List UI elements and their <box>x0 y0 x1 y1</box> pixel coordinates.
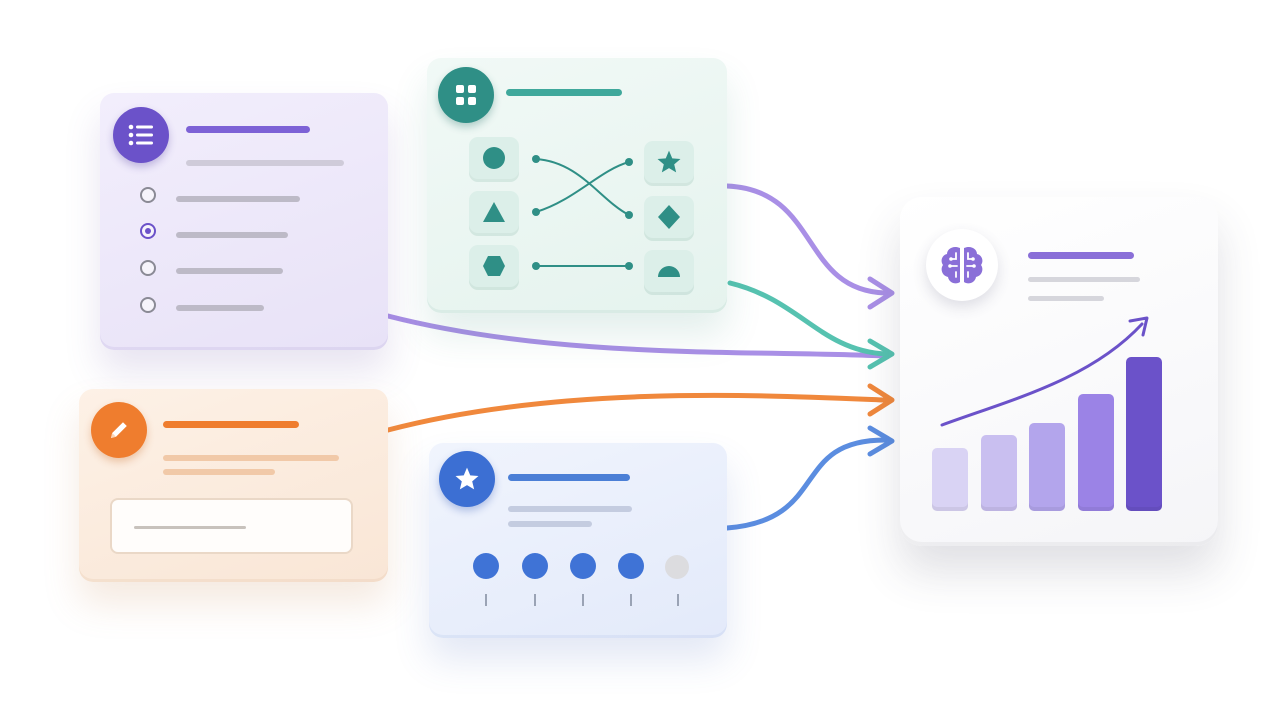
triangle-shape-icon <box>483 202 505 222</box>
arrowhead-blue <box>867 425 895 457</box>
flow-text-to-insights <box>385 392 888 433</box>
insights-bar-5 <box>1126 356 1162 511</box>
arrowhead-teal <box>867 338 895 370</box>
option-radio-1[interactable] <box>140 187 156 203</box>
text-subtitle-line-1 <box>163 455 339 461</box>
rating-tick-1 <box>485 594 487 606</box>
star-icon <box>439 451 495 507</box>
option-radio-2[interactable] <box>140 223 156 239</box>
match-tile-diamond[interactable] <box>644 196 694 238</box>
arrowhead-orange <box>867 383 895 417</box>
list-icon <box>113 107 169 163</box>
options-title-line <box>186 126 310 133</box>
rating-step-4[interactable] <box>618 553 644 579</box>
text-subtitle-line-2 <box>163 469 275 475</box>
grid-icon <box>438 67 494 123</box>
insights-subtitle-line-1 <box>1028 277 1140 282</box>
options-subtitle-line <box>186 160 344 166</box>
rating-tick-3 <box>582 594 584 606</box>
option-radio-3[interactable] <box>140 260 156 276</box>
brain-icon <box>926 229 998 301</box>
match-tile-triangle[interactable] <box>469 191 519 233</box>
rating-title-line <box>508 474 630 481</box>
semicircle-shape-icon <box>658 266 680 277</box>
rating-step-2[interactable] <box>522 553 548 579</box>
match-tile-star[interactable] <box>644 141 694 183</box>
option-label-line-4 <box>176 305 264 311</box>
insights-bar-4 <box>1077 394 1114 511</box>
insights-bar-1 <box>932 448 968 511</box>
pencil-icon <box>91 402 147 458</box>
flow-matching-to-insights-teal <box>727 280 888 357</box>
flow-matching-to-insights-purple <box>724 183 888 296</box>
rating-tick-2 <box>534 594 536 606</box>
match-tile-semicircle[interactable] <box>644 250 694 292</box>
option-label-line-2 <box>176 232 288 238</box>
insights-bar-3 <box>1029 422 1065 511</box>
text-input-placeholder-line <box>134 526 246 529</box>
insights-bar-2 <box>980 435 1017 511</box>
rating-tick-4 <box>630 594 632 606</box>
arrowhead-purple-top <box>867 276 895 310</box>
rating-subtitle-line-2 <box>508 521 592 527</box>
option-label-line-3 <box>176 268 283 274</box>
insights-subtitle-line-2 <box>1028 296 1104 301</box>
star-shape-icon <box>657 150 681 173</box>
rating-step-1[interactable] <box>473 553 499 579</box>
flow-rating-to-insights <box>724 437 888 531</box>
circle-shape-icon <box>483 147 505 169</box>
match-tile-hexagon[interactable] <box>469 245 519 287</box>
rating-step-5[interactable] <box>665 555 689 579</box>
rating-subtitle-line-1 <box>508 506 632 512</box>
hexagon-shape-icon <box>483 256 505 276</box>
option-radio-4[interactable] <box>140 297 156 313</box>
insights-title-line <box>1028 252 1134 259</box>
text-title-line <box>163 421 299 428</box>
rating-tick-5 <box>677 594 679 606</box>
option-label-line-1 <box>176 196 300 202</box>
diamond-shape-icon <box>658 205 680 229</box>
match-tile-circle[interactable] <box>469 137 519 179</box>
flow-options-to-insights <box>385 313 888 359</box>
rating-step-3[interactable] <box>570 553 596 579</box>
matching-title-line <box>506 89 622 96</box>
